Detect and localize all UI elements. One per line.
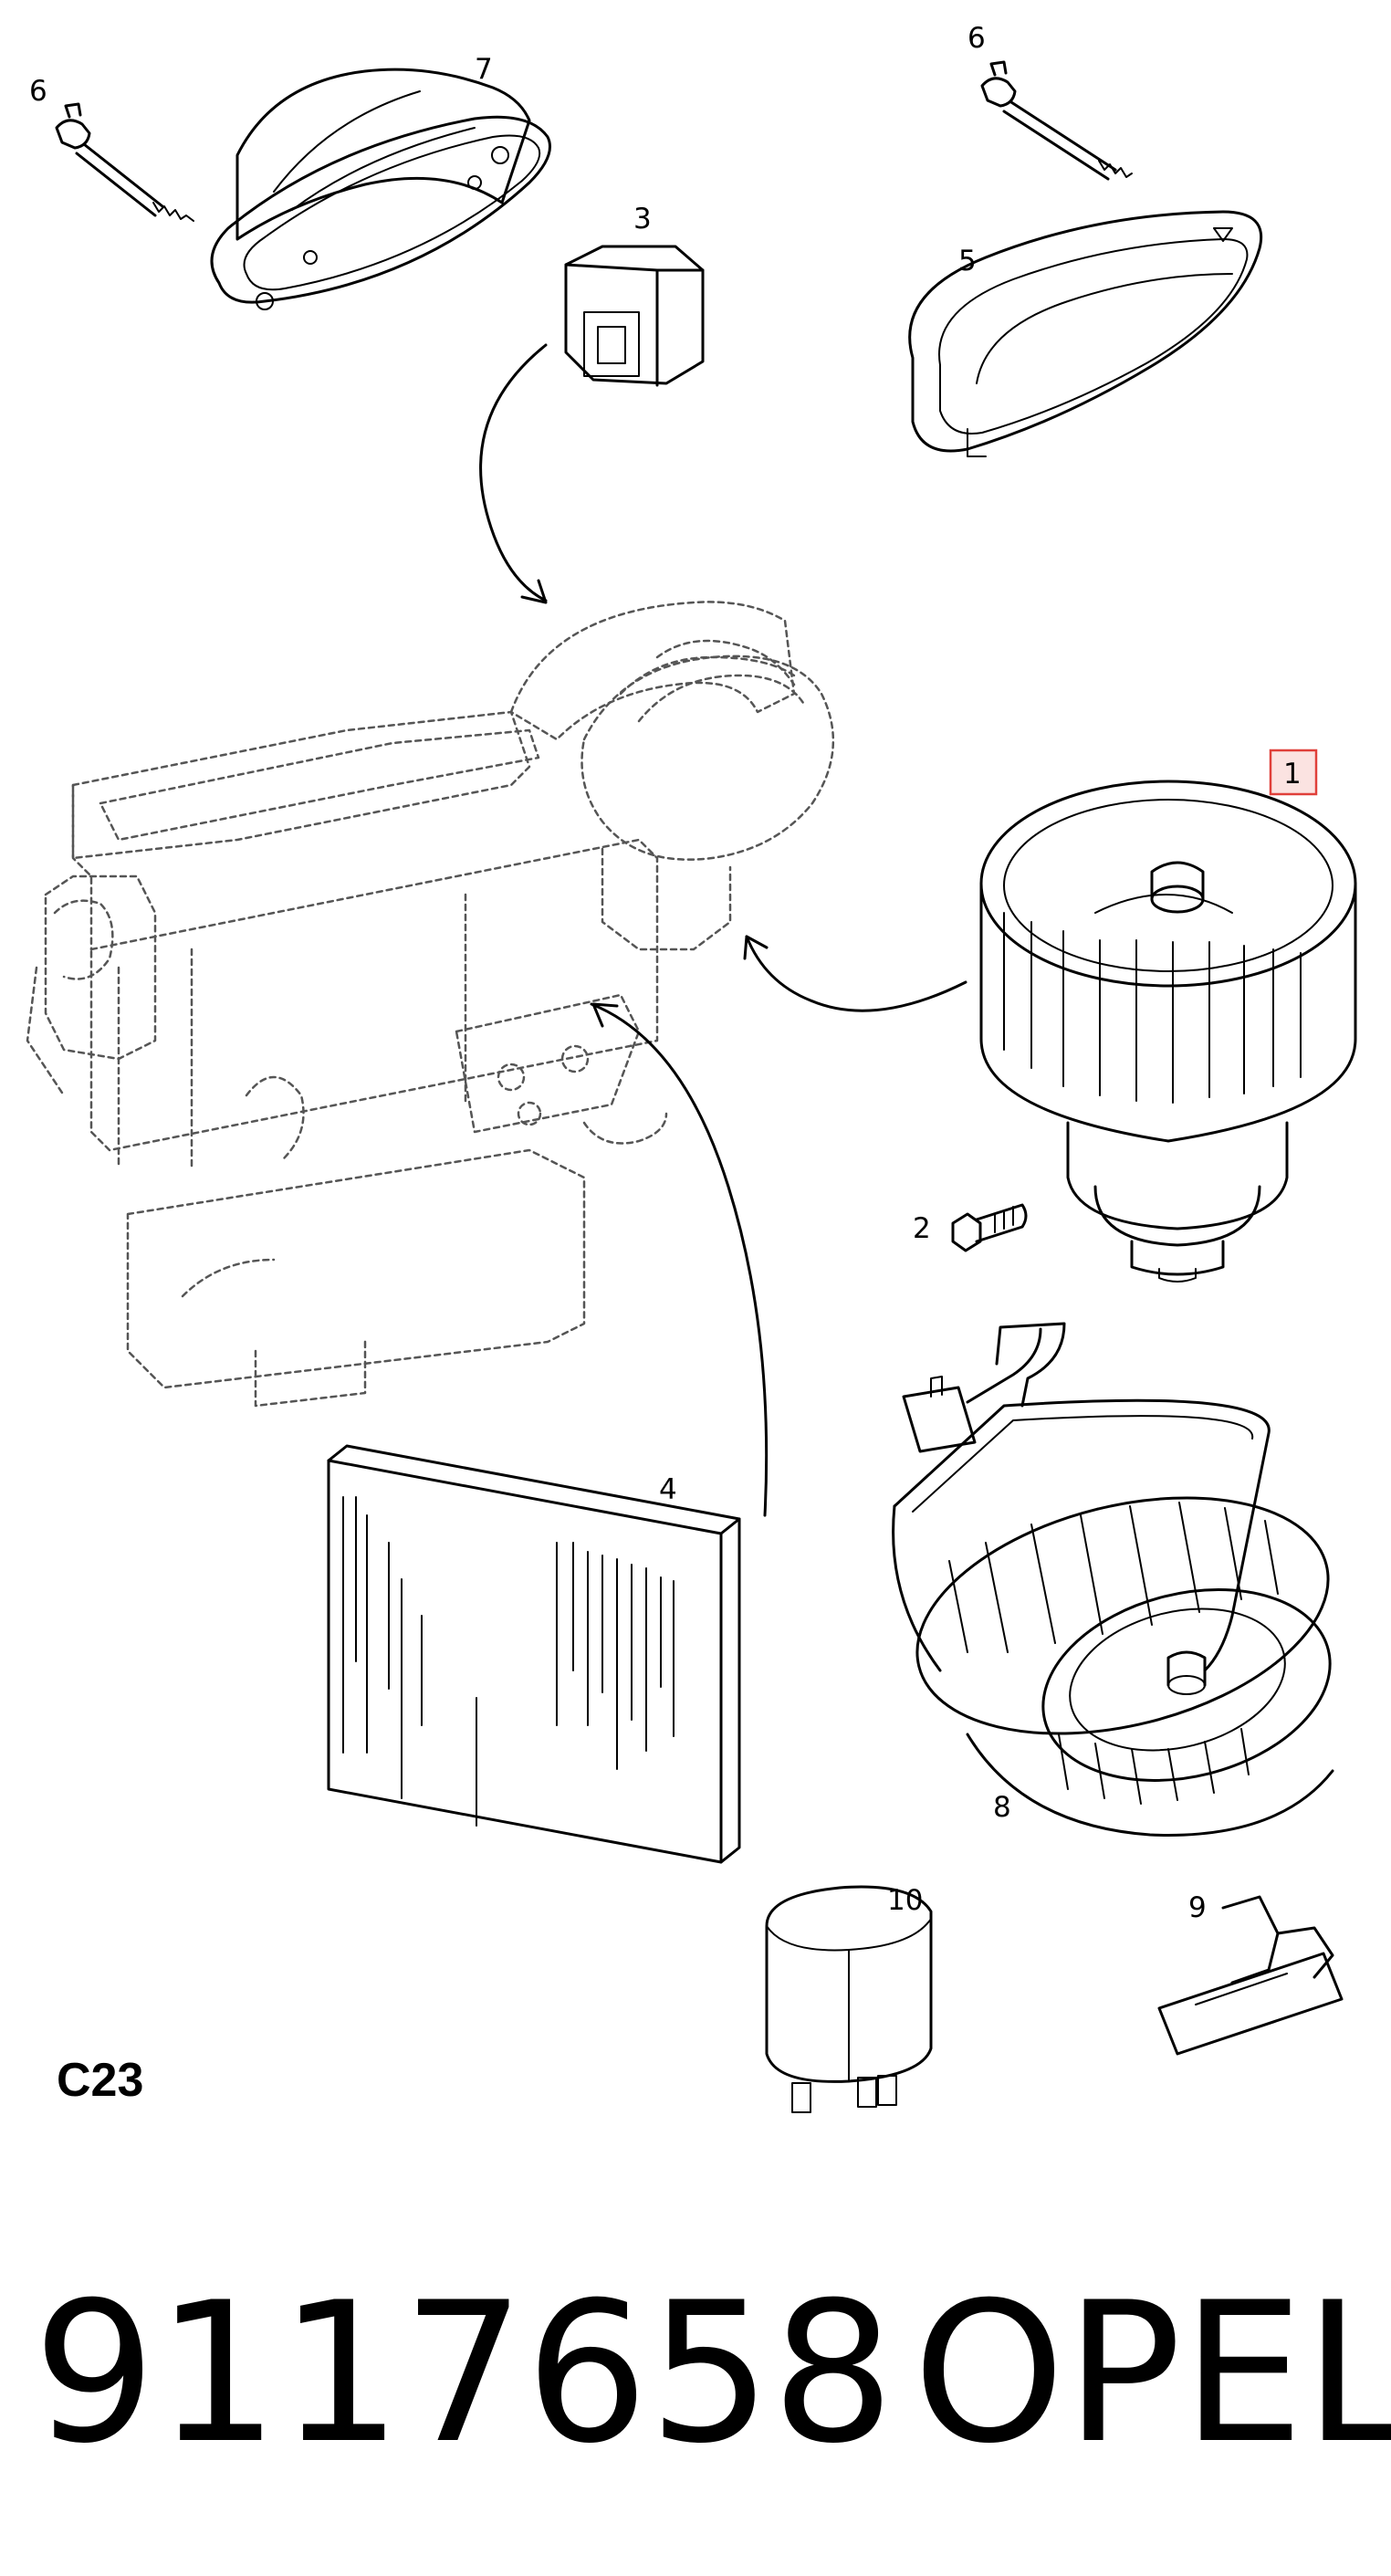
part-6-screw-right [980,60,1133,181]
diagram-code: C23 [57,2054,143,2107]
callout-1-highlight [1269,749,1318,796]
arrow-1-to-housing [743,935,967,1012]
footer: 9117658 OPEL [0,2255,1391,2492]
callout-9: 9 [1188,1891,1207,1924]
callout-5: 5 [958,245,977,277]
callout-4: 4 [659,1473,677,1506]
callout-labels: 1 2 3 4 5 6 6 7 8 9 10 [29,22,1302,1924]
heater-housing-assembly [26,601,835,1408]
arrow-3-to-housing [479,343,548,604]
part-9-connector [1157,1895,1344,2056]
part-7-air-duct-housing [210,68,551,310]
brand-name: OPEL [913,2260,1391,2486]
part-6-screw-left [55,102,194,222]
part-10-relay [765,1885,933,2113]
part-1-blower-fan [979,780,1357,1283]
callout-6-right: 6 [967,22,986,55]
part-4-cabin-filter [327,1444,741,1864]
arrow-4-to-housing [590,1002,769,1517]
part-3-resistor-block [564,245,705,387]
callout-1: 1 [1283,758,1302,791]
callout-7: 7 [475,53,493,86]
callout-2: 2 [913,1212,931,1245]
part-5-inlet-ring [908,210,1262,457]
callout-6-left: 6 [29,75,47,108]
part-8-blower-assembly [892,1322,1334,1837]
callout-8: 8 [993,1791,1011,1824]
part-number: 9117658 [33,2260,895,2486]
part-2-bolt [951,1203,1028,1252]
callout-10: 10 [887,1884,923,1917]
callout-3: 3 [633,203,652,236]
